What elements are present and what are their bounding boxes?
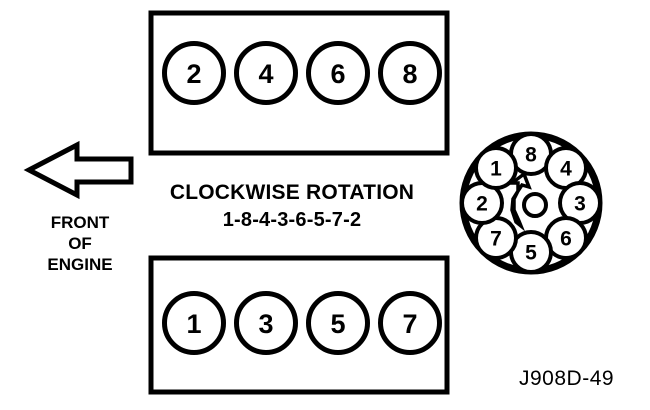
cylinder-1: 1 xyxy=(162,291,226,355)
distributor-terminal-1: 1 xyxy=(474,146,518,190)
front-label-line-2: OF xyxy=(68,234,92,253)
cylinder-circle xyxy=(378,291,442,355)
clockwise-rotation-arrow-icon xyxy=(506,171,532,232)
cylinder-5: 5 xyxy=(306,291,370,355)
cylinder-8: 8 xyxy=(378,41,442,105)
front-label-line-1: FRONT xyxy=(51,213,110,232)
firing-order-text: 1-8-4-3-6-5-7-2 xyxy=(223,209,362,231)
cylinder-number: 7 xyxy=(402,309,417,339)
rotor-center-circle xyxy=(522,192,548,218)
front-arrow-icon xyxy=(23,140,134,200)
cylinder-circle xyxy=(378,41,442,105)
terminal-number: 7 xyxy=(490,228,502,251)
cylinder-circle xyxy=(234,291,298,355)
distributor-terminal-2: 2 xyxy=(460,181,504,225)
cylinder-7: 7 xyxy=(378,291,442,355)
cylinder-circle xyxy=(306,41,370,105)
cylinder-circle xyxy=(162,291,226,355)
part-number-label: J908D-49 xyxy=(519,367,614,390)
cylinder-4: 4 xyxy=(234,41,298,105)
cylinder-number: 1 xyxy=(186,309,201,339)
terminal-number: 1 xyxy=(490,158,502,181)
distributor-cap: 8 4 3 6 5 7 xyxy=(459,131,603,275)
cylinder-number: 5 xyxy=(330,309,345,339)
distributor-terminal-6: 6 xyxy=(544,216,588,260)
cylinder-circle xyxy=(234,41,298,105)
cylinder-number: 4 xyxy=(258,59,273,89)
cylinder-number: 2 xyxy=(186,59,201,89)
cylinder-number: 6 xyxy=(330,59,345,89)
cylinder-2: 2 xyxy=(162,41,226,105)
front-of-engine-indicator: FRONT OF ENGINE xyxy=(23,140,134,274)
terminal-number: 2 xyxy=(476,193,488,216)
rotation-title: CLOCKWISE ROTATION xyxy=(170,181,414,204)
top-cylinder-bank: 2 4 6 8 xyxy=(148,10,450,156)
terminal-circle xyxy=(474,146,518,190)
front-label-line-3: ENGINE xyxy=(47,255,112,274)
cylinder-number: 8 xyxy=(402,59,417,89)
center-caption: CLOCKWISE ROTATION 1-8-4-3-6-5-7-2 xyxy=(170,181,414,231)
cylinder-circle xyxy=(306,291,370,355)
terminal-number: 3 xyxy=(574,193,586,216)
terminal-number: 6 xyxy=(560,228,572,251)
cylinder-6: 6 xyxy=(306,41,370,105)
bottom-cylinder-bank: 1 3 5 7 xyxy=(148,255,450,395)
terminal-number: 4 xyxy=(560,158,572,181)
cylinder-3: 3 xyxy=(234,291,298,355)
terminal-number: 5 xyxy=(525,242,537,265)
terminal-number: 8 xyxy=(525,144,537,167)
cylinder-circle xyxy=(162,41,226,105)
cylinder-number: 3 xyxy=(258,309,273,339)
